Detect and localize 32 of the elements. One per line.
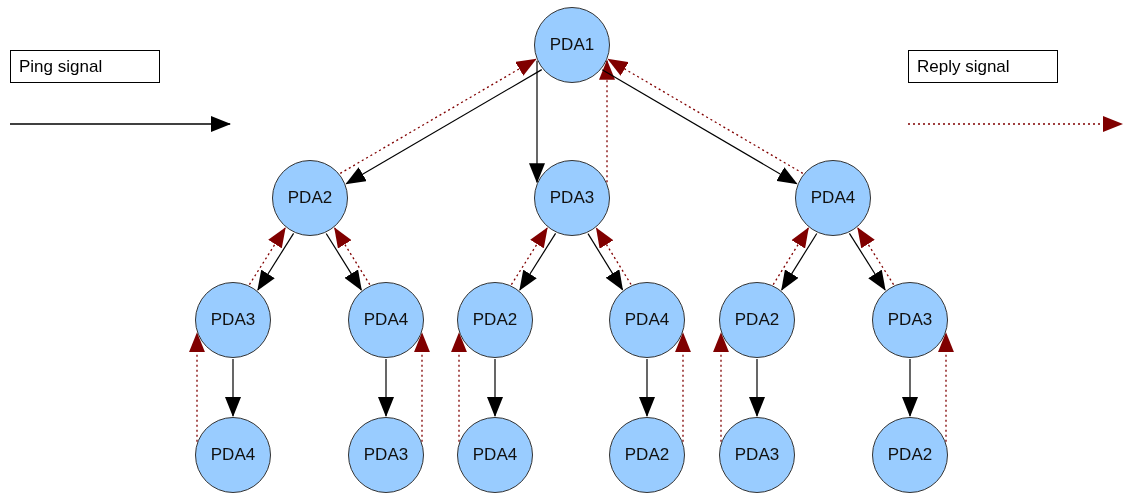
- arrow: [339, 58, 537, 175]
- arrow: [487, 358, 503, 417]
- arrow: [675, 332, 691, 443]
- arrow: [781, 232, 818, 291]
- arrow: [510, 227, 548, 286]
- arrow: [529, 60, 545, 184]
- arrow: [639, 358, 655, 417]
- arrow: [595, 227, 632, 286]
- arrow: [713, 332, 729, 443]
- arrow: [378, 358, 394, 417]
- arrow: [345, 69, 543, 185]
- arrow: [451, 332, 467, 443]
- arrow: [257, 232, 295, 291]
- arrow: [607, 58, 804, 174]
- arrow: [938, 332, 954, 443]
- arrow: [902, 358, 918, 417]
- legend-label: Ping signal: [10, 50, 160, 84]
- arrow: [225, 358, 241, 417]
- arrow: [248, 227, 286, 286]
- arrow: [599, 59, 615, 183]
- arrow: [772, 227, 809, 286]
- legend-label: Reply signal: [908, 50, 1058, 84]
- arrow: [414, 332, 430, 443]
- arrow: [519, 232, 557, 291]
- arrow: [334, 227, 371, 286]
- arrow: [749, 358, 765, 417]
- arrow: [325, 232, 362, 291]
- arrow: [848, 232, 886, 291]
- arrow: [587, 232, 624, 291]
- arrow: [601, 69, 798, 185]
- arrow: [857, 227, 895, 286]
- arrow: [189, 332, 205, 443]
